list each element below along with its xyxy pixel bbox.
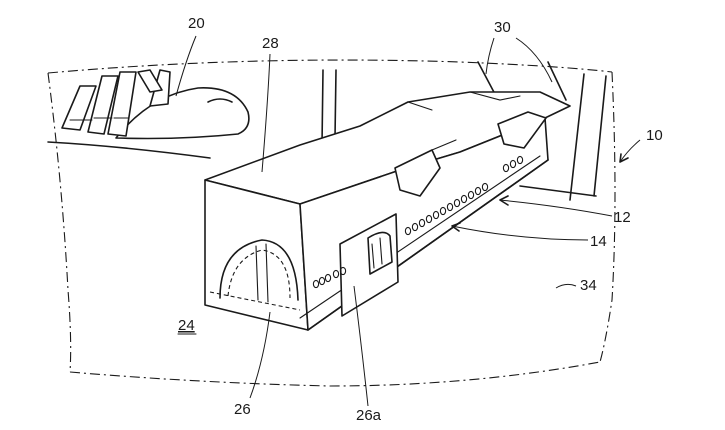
terminal-boundary-right — [599, 71, 616, 363]
right-wall-base — [519, 185, 597, 197]
terminal-boundary-top — [47, 59, 613, 74]
leader-26a — [353, 285, 369, 407]
label-28: 28 — [262, 35, 279, 52]
leader-26 — [249, 311, 271, 399]
label-26a: 26a — [356, 407, 382, 424]
label-10: 10 — [646, 127, 663, 144]
label-26: 26 — [234, 401, 251, 418]
leader-12 — [499, 199, 613, 217]
terminal-boundary-left — [47, 72, 72, 373]
label-34: 34 — [580, 277, 597, 294]
window-row-rear — [502, 155, 524, 173]
terminal-boundary-bottom — [69, 361, 601, 387]
label-14: 14 — [590, 233, 607, 250]
right-wall-post — [569, 73, 585, 201]
leader-10 — [619, 139, 641, 163]
gantry-strut-right — [547, 61, 567, 101]
leader-30a — [485, 37, 495, 75]
cabin-module — [204, 91, 571, 331]
leader-30b — [515, 37, 553, 83]
label-20: 20 — [188, 15, 205, 32]
arrow-14-head — [451, 222, 461, 232]
arrow-10-head — [619, 153, 629, 163]
window-row-front — [312, 266, 347, 289]
pillar-left — [321, 69, 324, 146]
arrow-12-head — [499, 195, 509, 206]
label-30: 30 — [494, 19, 511, 36]
label-12: 12 — [614, 209, 631, 226]
leader-28 — [261, 53, 271, 173]
leader-14 — [451, 225, 589, 241]
right-wall-post-2 — [593, 75, 607, 197]
ground-line — [47, 141, 211, 159]
gantry-strut-left — [477, 61, 497, 97]
label-24: 24 — [178, 317, 195, 334]
window-row-long — [404, 182, 489, 236]
airplane — [61, 69, 250, 140]
leader-20 — [175, 35, 197, 97]
leader-34 — [555, 283, 577, 289]
pillar-left-2 — [334, 69, 337, 139]
